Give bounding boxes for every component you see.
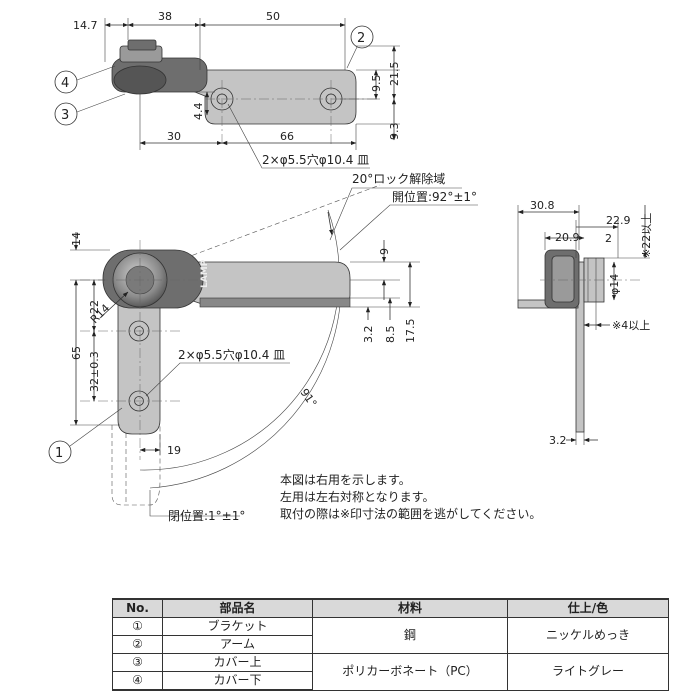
side-dim-3-2: 3.2 — [549, 434, 567, 447]
dim-32: 32±0.3 — [88, 351, 101, 392]
balloon-4 — [54, 70, 78, 94]
finish-lightgray: ライトグレー — [507, 653, 669, 691]
finish-nickel: ニッケルめっき — [507, 617, 669, 654]
dim-21-5: 21.5 — [388, 62, 401, 87]
dim-3-2: 3.2 — [362, 326, 375, 344]
dim-50: 50 — [266, 10, 280, 23]
table-row: ② アーム — [112, 635, 669, 654]
main-hole-note: 2×φ5.5穴φ10.4 皿 — [178, 347, 285, 362]
row-name: ブラケット — [162, 617, 313, 636]
dim-14: 14 — [70, 232, 83, 246]
row-no: ① — [112, 617, 163, 636]
note-line-1: 本図は右用を示します。 — [280, 472, 411, 487]
row-no: ④ — [112, 671, 163, 691]
top-view: 14.7 38 50 21.5 9.5 9.3 4.4 30 66 2×φ5.5… — [54, 10, 401, 169]
table-row: ① ブラケット 鋼 ニッケルめっき — [112, 617, 669, 654]
row-name: アーム — [162, 635, 313, 654]
balloon-2-label: 2 — [357, 31, 365, 46]
dim-9-3: 9.3 — [388, 123, 401, 141]
dim-65: 65 — [70, 346, 83, 360]
balloon-4-label: 4 — [61, 76, 69, 91]
row-no: ② — [112, 635, 163, 654]
dim-9-5: 9.5 — [370, 75, 383, 93]
balloon-2 — [350, 25, 374, 49]
dim-38: 38 — [158, 10, 172, 23]
header-part-name: 部品名 — [162, 598, 313, 618]
dim-4-4: 4.4 — [192, 103, 205, 121]
side-dim-phi14: φ14 — [608, 274, 621, 295]
parts-table: No. 部品名 材料 仕上/色 ① ブラケット 鋼 ニッケルめっき ② アーム … — [112, 598, 669, 691]
open-position-label: 開位置:92°±1° — [392, 189, 477, 204]
row-name: カバー下 — [162, 671, 313, 691]
top-hole-note: 2×φ5.5穴φ10.4 皿 — [262, 152, 369, 167]
side-dim-2: 2 — [605, 232, 612, 245]
material-pc: ポリカーボネート（PC） — [312, 653, 508, 691]
note-line-3: 取付の際は※印寸法の範囲を逃がしてください。 — [280, 506, 541, 521]
header-finish: 仕上/色 — [507, 598, 669, 618]
dim-22: 22 — [88, 300, 101, 314]
dim-8-5: 8.5 — [384, 326, 397, 344]
balloon-1 — [48, 440, 72, 464]
closed-position-label: 閉位置:1°±1° — [168, 508, 245, 523]
dim-66: 66 — [280, 130, 294, 143]
notes: 本図は右用を示します。 左用は左右対称となります。 取付の際は※印寸法の範囲を逃… — [280, 472, 541, 521]
lock-release-label: 20°ロック解除域 — [352, 171, 445, 186]
balloon-3-label: 3 — [61, 108, 69, 123]
side-dim-20-9: 20.9 — [555, 231, 580, 244]
row-name: カバー上 — [162, 653, 313, 672]
note-line-2: 左用は左右対称となります。 — [280, 489, 434, 504]
logo-text: LAMP — [200, 259, 210, 288]
main-view: 91° LAMP 14 22 65 32±0.3 — [48, 171, 478, 523]
table-row: ③ カバー上 ポリカーボネート（PC） ライトグレー — [112, 653, 669, 691]
balloon-1-label: 1 — [55, 446, 63, 461]
header-no: No. — [112, 598, 163, 618]
dim-17-5: 17.5 — [404, 319, 417, 344]
row-no: ③ — [112, 653, 163, 672]
header-material: 材料 — [312, 598, 508, 618]
balloon-3 — [54, 102, 78, 126]
side-dim-22-over: ※22以上 — [640, 213, 653, 258]
side-dim-30-8: 30.8 — [530, 199, 555, 212]
dim-91-deg: 91° — [298, 386, 320, 409]
side-dim-22-9: 22.9 — [606, 214, 631, 227]
material-steel: 鋼 — [312, 617, 508, 654]
side-view: 30.8 22.9 20.9 2 ※22以上 φ14 ※4以上 3.2 — [517, 199, 653, 447]
dim-14-7: 14.7 — [73, 19, 98, 32]
dim-9: 9 — [378, 248, 391, 255]
table-header-row: No. 部品名 材料 仕上/色 — [112, 598, 669, 618]
dim-30: 30 — [167, 130, 181, 143]
table-row: ④ カバー下 — [112, 671, 669, 691]
side-dim-4-over: ※4以上 — [612, 319, 650, 332]
dim-19: 19 — [167, 444, 181, 457]
